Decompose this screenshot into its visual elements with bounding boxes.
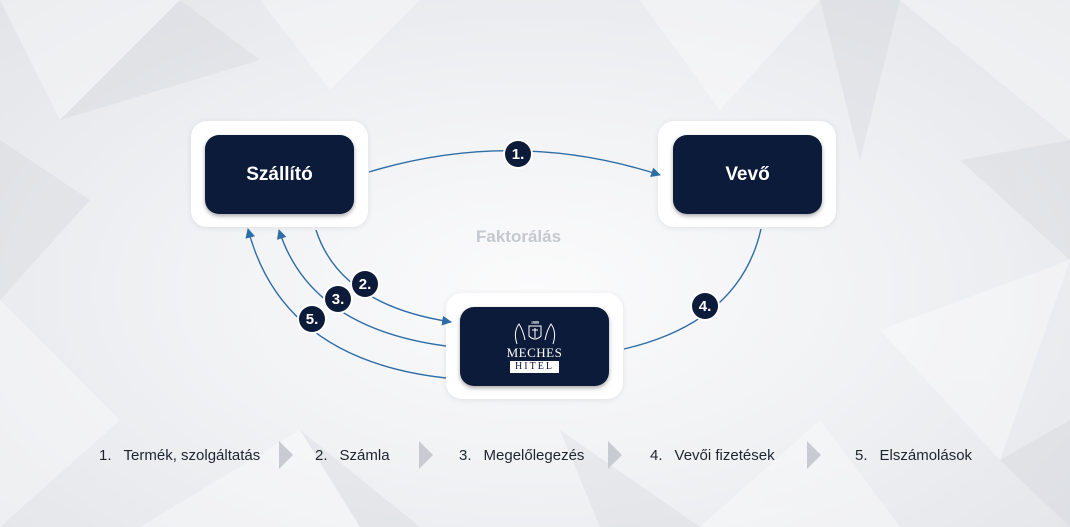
legend-num: 2. xyxy=(315,447,328,464)
legend-label: Megelőlegezés xyxy=(483,447,585,464)
badge-4: 4. xyxy=(692,293,718,319)
legend-label: Számla xyxy=(339,447,390,464)
legend-num: 3. xyxy=(459,447,472,464)
crest-icon: 1989 xyxy=(514,320,555,345)
legend-label: Termék, szolgáltatás xyxy=(123,447,261,464)
supplier-node: Szállító xyxy=(205,135,354,214)
legend-label: Vevői fizetések xyxy=(674,447,775,464)
chevron-right-icon xyxy=(608,441,622,469)
chevron-right-icon xyxy=(279,441,293,469)
legend-item-2: 2. Számla xyxy=(315,447,390,464)
factor-node: 1989 MECHES HITEL xyxy=(460,307,609,386)
legend-item-4: 4. Vevői fizetések xyxy=(650,447,775,464)
arrow-4 xyxy=(623,228,762,350)
chevron-right-icon xyxy=(419,441,433,469)
meches-hitel-logo: 1989 MECHES HITEL xyxy=(507,320,563,373)
badge-5: 5. xyxy=(299,306,325,332)
badge-3: 3. xyxy=(325,286,351,312)
buyer-node: Vevő xyxy=(673,135,822,214)
chevron-right-icon xyxy=(807,441,821,469)
legend-item-1: 1. Termék, szolgáltatás xyxy=(99,447,260,464)
diagram-title: Faktorálás xyxy=(476,227,562,246)
badge-1: 1. xyxy=(505,141,531,167)
legend-item-5: 5. Elszámolások xyxy=(855,447,972,464)
legend-num: 4. xyxy=(650,447,663,464)
legend-item-3: 3. Megelőlegezés xyxy=(459,447,584,464)
logo-year: 1989 xyxy=(531,320,539,325)
legend-num: 1. xyxy=(99,447,112,464)
logo-bottom-text: HITEL xyxy=(510,361,559,373)
supplier-label: Szállító xyxy=(246,163,313,185)
legend-num: 5. xyxy=(855,447,868,464)
logo-top-text: MECHES xyxy=(506,345,563,360)
buyer-label: Vevő xyxy=(725,163,770,185)
legend-label: Elszámolások xyxy=(879,447,973,464)
badge-2: 2. xyxy=(352,271,378,297)
